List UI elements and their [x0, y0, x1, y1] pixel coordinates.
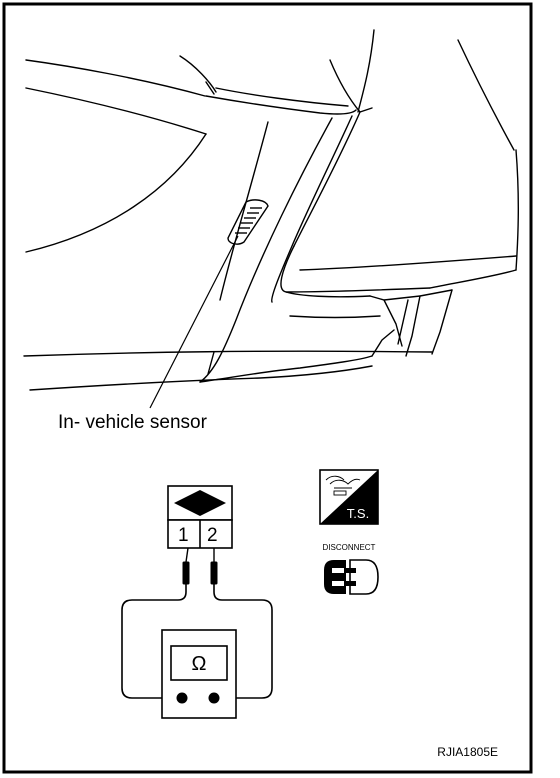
test-leads	[121, 584, 273, 699]
figure-frame	[2, 2, 533, 774]
ohmmeter-symbol: Ω	[192, 653, 207, 675]
connector-diamond-icon	[174, 490, 226, 516]
ohmmeter-display	[170, 645, 228, 681]
callout-leader-line	[149, 235, 239, 409]
connector-pin-1: 1	[178, 525, 189, 546]
disconnect-label: DISCONNECT	[323, 543, 376, 552]
ignition-switch-off-icon	[319, 469, 379, 525]
ohmmeter-terminal-negative	[176, 692, 188, 704]
harness-connector	[167, 485, 233, 549]
ts-label: T.S.	[347, 506, 369, 521]
ohmmeter-terminal-positive	[208, 692, 220, 704]
sensor-callout-label: In- vehicle sensor	[58, 412, 208, 433]
ohmmeter	[161, 629, 237, 719]
tester-probes	[182, 547, 218, 585]
in-vehicle-sensor-grille	[227, 199, 269, 245]
disconnect-connector-icon	[324, 559, 379, 595]
connector-pin-2: 2	[207, 525, 218, 546]
vehicle-interior-drawing	[23, 29, 519, 391]
figure-reference-code: RJIA1805E	[437, 745, 498, 759]
